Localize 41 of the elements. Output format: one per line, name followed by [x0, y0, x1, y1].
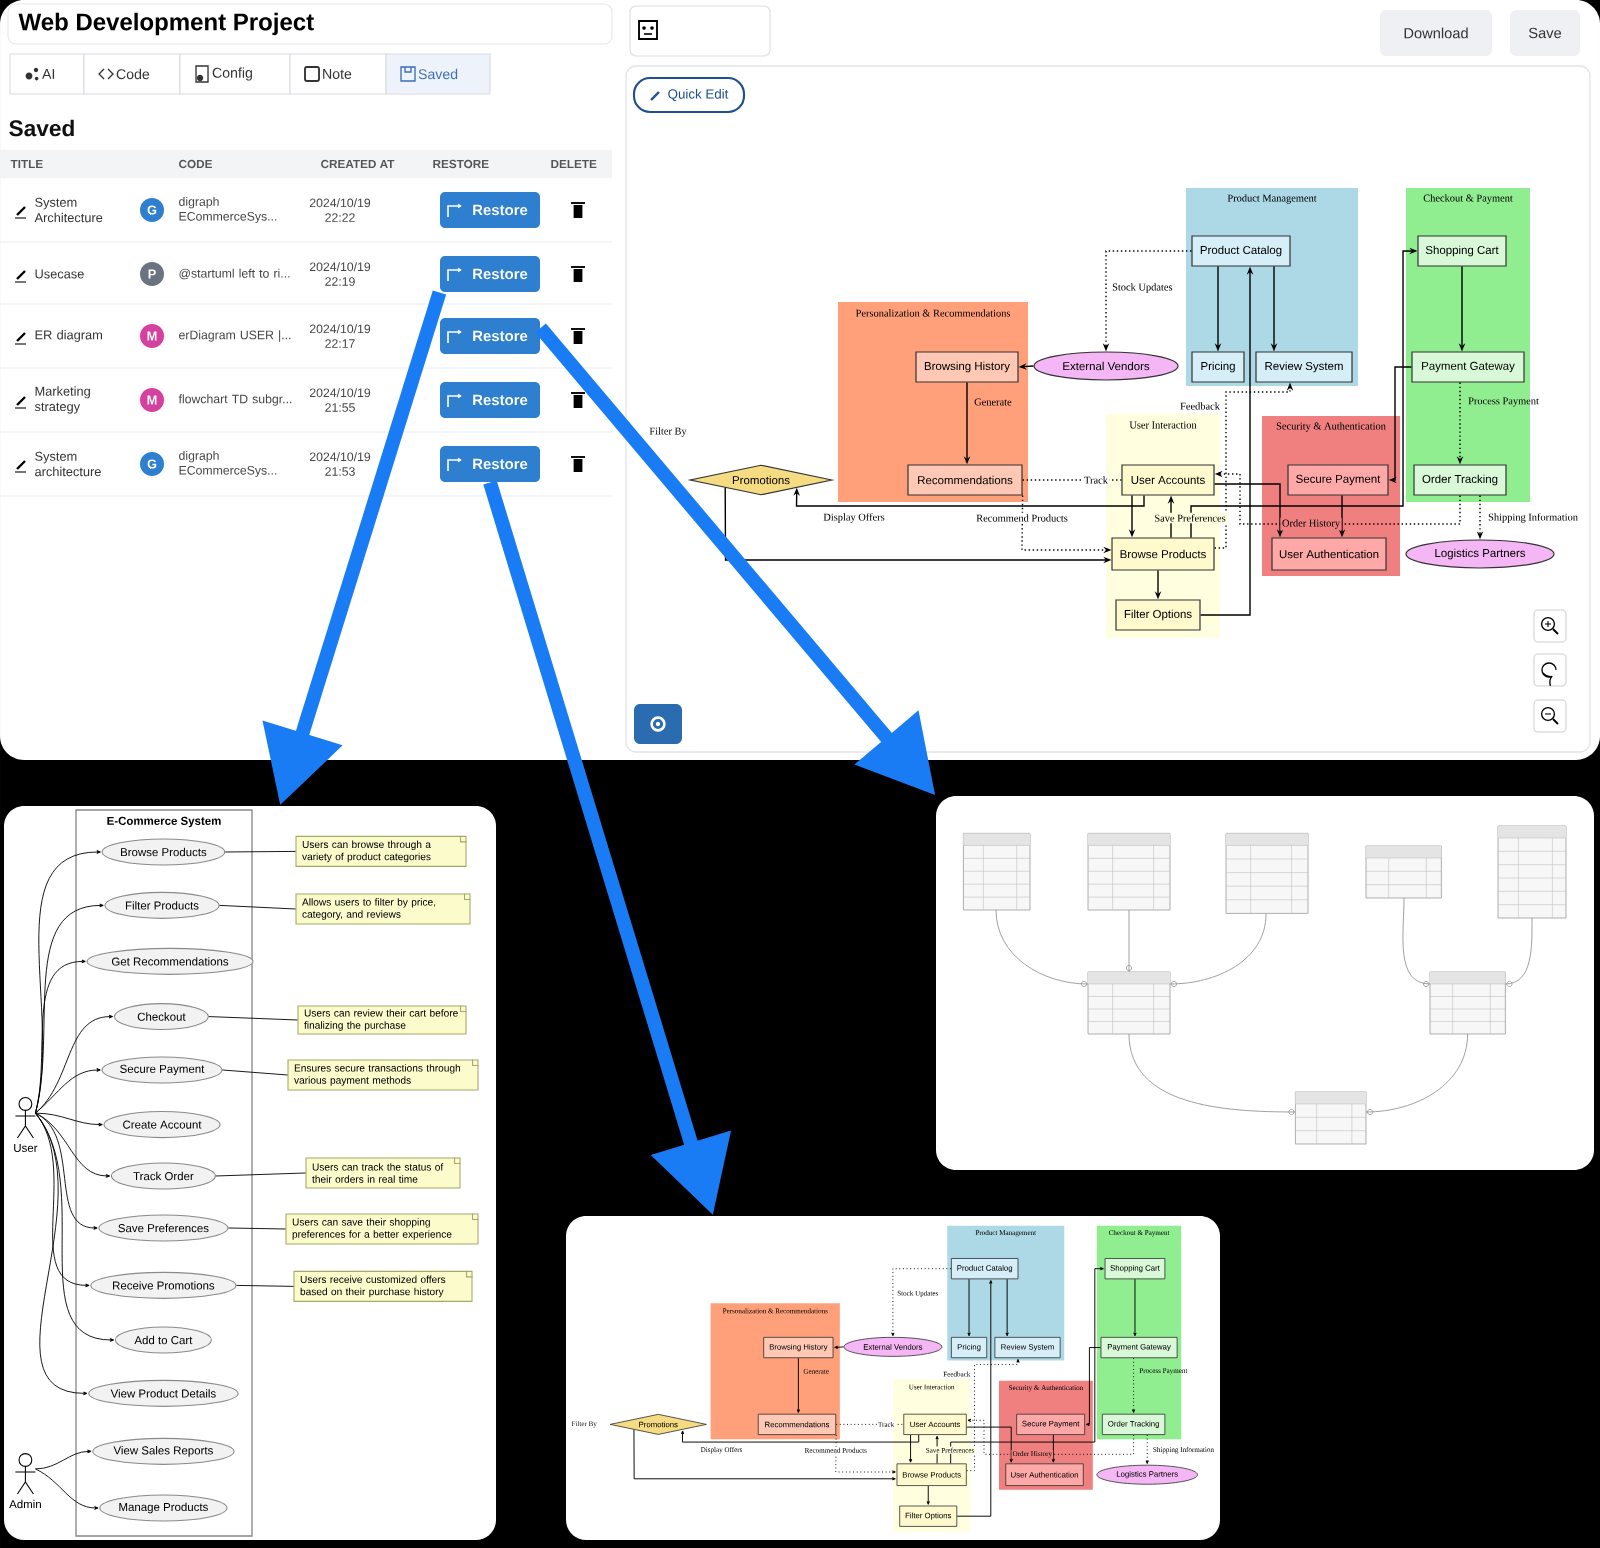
arrow [1085, 1347, 1102, 1426]
connector-line [1021, 479, 1123, 481]
note-link [208, 1016, 298, 1021]
arrow [891, 1268, 952, 1337]
note-link [227, 1227, 286, 1230]
arrow [967, 1278, 971, 1337]
arrow [950, 1267, 1104, 1464]
arrow [966, 1426, 1013, 1463]
association-arrow [34, 1112, 88, 1396]
association-arrow [34, 1014, 114, 1114]
section-heading: Saved [9, 119, 74, 137]
arrow [956, 1280, 993, 1517]
arrow [967, 1418, 1135, 1455]
arrow [909, 1434, 913, 1463]
arrow [681, 1430, 920, 1443]
arrow [935, 1435, 939, 1464]
arrow [1133, 1278, 1137, 1337]
er-diagram-drawing [936, 796, 1594, 1170]
arrow [633, 1429, 896, 1481]
arrow [834, 1345, 844, 1349]
title-bar: Web Development Project [7, 3, 613, 45]
note-link [222, 1069, 288, 1076]
note-link [219, 904, 296, 910]
arrow [926, 1485, 930, 1505]
arrow [1051, 1434, 1055, 1463]
association-arrow [34, 1112, 103, 1127]
note-link [215, 1172, 306, 1177]
note-link [236, 1284, 294, 1287]
association-arrow [34, 1468, 99, 1510]
association-arrow [34, 1112, 98, 1230]
arrow [966, 1358, 1020, 1472]
arrow [796, 1357, 800, 1413]
note-link [224, 850, 296, 853]
association-arrow [34, 1068, 101, 1114]
arrow [1145, 1434, 1149, 1464]
arrow [1005, 1278, 1009, 1337]
association-arrow [34, 1449, 92, 1470]
connector-line [835, 1423, 904, 1425]
arrow [1132, 1357, 1136, 1413]
association-arrow [34, 959, 86, 1114]
arrow [835, 1434, 896, 1474]
